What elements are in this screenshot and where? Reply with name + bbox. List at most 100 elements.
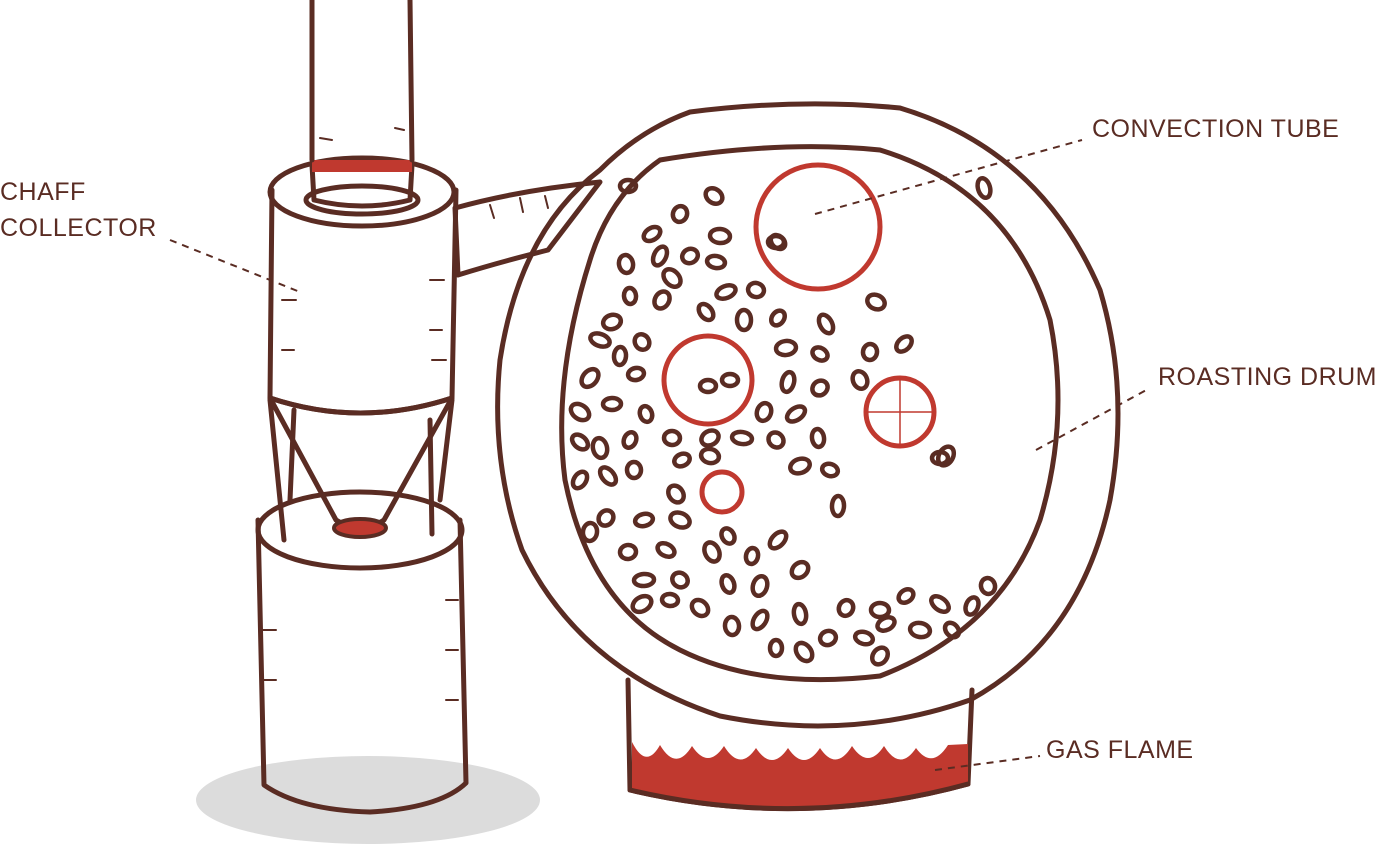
- coffee-bean-icon: [600, 395, 624, 413]
- coffee-bean-icon: [661, 428, 683, 448]
- coffee-bean-icon: [579, 366, 601, 390]
- coffee-bean-icon: [672, 451, 692, 469]
- coffee-bean-icon: [809, 426, 827, 450]
- coffee-bean-icon: [600, 312, 624, 332]
- coffee-bean-icon: [714, 283, 738, 301]
- coffee-bean-icon: [655, 540, 677, 560]
- label-gas-flame: GAS FLAME: [1046, 736, 1194, 764]
- coffee-bean-icon: [789, 559, 811, 581]
- coffee-bean-icon: [652, 289, 672, 311]
- coffee-bean-icon: [791, 601, 809, 627]
- coffee-beans: [568, 175, 998, 667]
- coffee-bean-icon: [719, 371, 741, 389]
- coffee-bean-icon: [766, 430, 786, 450]
- coffee-bean-icon: [784, 404, 808, 424]
- coffee-bean-icon: [659, 591, 681, 609]
- label-chaff-collector-line1: CHAFF: [0, 178, 86, 206]
- coffee-bean-icon: [907, 620, 933, 640]
- coffee-bean-icon: [624, 459, 644, 481]
- coffee-bean-icon: [767, 637, 785, 659]
- coffee-bean-icon: [975, 175, 993, 201]
- coffee-bean-icon: [869, 645, 891, 667]
- gas-flame-illustration: [625, 677, 975, 812]
- coffee-bean-icon: [617, 542, 639, 562]
- coffee-bean-icon: [697, 377, 719, 395]
- coffee-bean-icon: [750, 573, 770, 599]
- coffee-bean-icon: [703, 185, 725, 207]
- coffee-bean-icon: [942, 620, 962, 640]
- chaff-collector-illustration: [255, 0, 469, 815]
- coffee-bean-icon: [779, 369, 797, 395]
- coffee-bean-icon: [661, 267, 683, 289]
- coffee-bean-icon: [641, 224, 663, 244]
- coffee-bean-icon: [699, 428, 721, 448]
- coffee-bean-icon: [810, 378, 830, 398]
- coffee-bean-icon: [963, 595, 981, 617]
- coffee-bean-icon: [819, 461, 841, 479]
- coffee-bean-icon: [632, 332, 652, 352]
- coffee-bean-icon: [788, 456, 812, 476]
- coffee-bean-icon: [568, 401, 592, 423]
- coffee-bean-icon: [580, 520, 600, 544]
- label-roasting-drum: ROASTING DRUM: [1158, 363, 1377, 391]
- coffee-bean-icon: [750, 608, 770, 632]
- coffee-bean-icon: [836, 597, 856, 619]
- coffee-bean-icon: [670, 203, 690, 225]
- label-convection-tube: CONVECTION TUBE: [1092, 115, 1339, 143]
- coffee-bean-icon: [631, 571, 657, 589]
- coffee-bean-icon: [632, 511, 656, 529]
- coffee-bean-icon: [689, 597, 711, 619]
- connecting-duct: [452, 179, 603, 278]
- coffee-bean-icon: [773, 338, 799, 358]
- coffee-bean-icon: [668, 510, 692, 530]
- coffee-bean-icon: [729, 429, 755, 447]
- coffee-bean-icon: [679, 246, 701, 266]
- ground-shadow: [196, 756, 540, 844]
- coffee-bean-icon: [630, 593, 654, 615]
- coffee-bean-icon: [621, 285, 639, 307]
- coffee-bean-icon: [696, 301, 716, 323]
- coffee-bean-icon: [702, 540, 722, 564]
- coffee-bean-icon: [745, 280, 767, 300]
- coffee-bean-icon: [734, 307, 754, 333]
- leader-chaff: [169, 239, 301, 293]
- coffee-bean-icon: [596, 508, 616, 528]
- leader-roasting: [1035, 387, 1151, 451]
- coffee-bean-icon: [896, 586, 916, 606]
- coffee-bean-icon: [650, 244, 670, 268]
- coffee-bean-icon: [590, 435, 610, 461]
- coffee-bean-icon: [767, 529, 789, 551]
- coffee-bean-icon: [929, 593, 951, 615]
- coffee-bean-icon: [852, 629, 876, 647]
- coffee-bean-icon: [616, 252, 636, 276]
- leader-gas: [934, 755, 1041, 771]
- label-chaff-collector-line2: COLLECTOR: [0, 214, 157, 242]
- coffee-bean-icon: [829, 493, 847, 519]
- coffee-bean-icon: [569, 432, 591, 452]
- coffee-bean-icon: [875, 615, 897, 633]
- coffee-bean-icon: [765, 233, 787, 251]
- coffee-bean-icon: [707, 226, 733, 246]
- coffee-bean-icon: [588, 331, 612, 349]
- coffee-bean-icon: [929, 449, 951, 467]
- coffee-bean-icon: [868, 600, 892, 620]
- coffee-bean-icon: [865, 292, 887, 312]
- coffee-bean-icon: [894, 334, 914, 354]
- roasting-drum-illustration: [495, 101, 1121, 729]
- coffee-bean-icon: [754, 400, 774, 424]
- coffee-bean-icon: [704, 253, 728, 271]
- coffee-bean-icon: [597, 465, 619, 487]
- coffee-bean-icon: [670, 570, 690, 590]
- coffee-bean-icon: [570, 469, 590, 491]
- coffee-bean-icon: [793, 640, 815, 664]
- coffee-bean-icon: [611, 344, 629, 368]
- coffee-bean-icon: [625, 365, 647, 383]
- coffee-bean-icon: [719, 526, 737, 546]
- coffee-bean-icon: [816, 312, 836, 336]
- coffee-bean-icon: [722, 614, 742, 638]
- coffee-bean-icon: [850, 369, 870, 391]
- coffee-bean-icon: [743, 545, 761, 567]
- coffee-bean-icon: [978, 575, 998, 597]
- coffee-bean-icon: [768, 308, 788, 328]
